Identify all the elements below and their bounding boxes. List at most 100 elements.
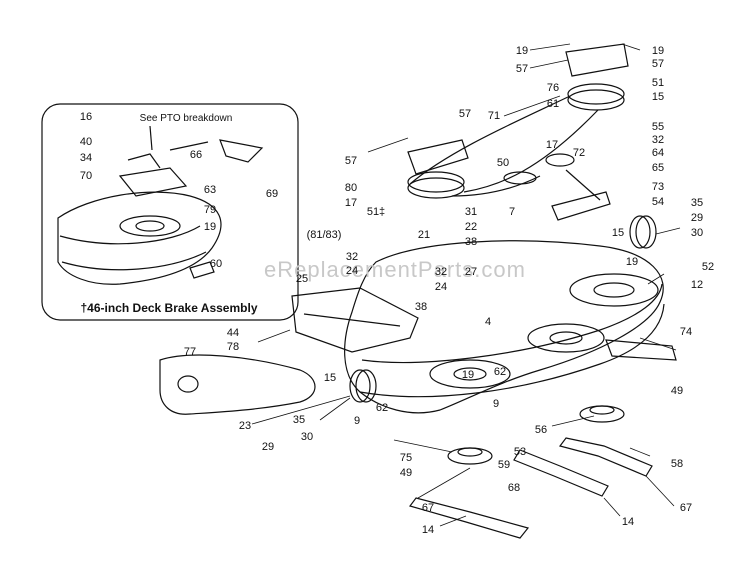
inset-label: 66	[189, 149, 203, 161]
part-label: 50	[496, 157, 510, 169]
deck-spindle-right	[569, 273, 659, 307]
part-label: 22	[464, 221, 478, 233]
part-label: 51‡	[366, 206, 386, 218]
part-label: 24	[434, 281, 448, 293]
part-label: 71	[487, 110, 501, 122]
part-label: 14	[621, 516, 635, 528]
part-label: 27	[464, 266, 478, 278]
front-bumper	[605, 339, 677, 361]
part-label: 78	[226, 341, 240, 353]
belt-cover-left	[407, 139, 469, 175]
part-label: 62	[493, 366, 507, 378]
part-label: 38	[414, 301, 428, 313]
part-label: 62	[375, 402, 389, 414]
part-label: 76	[546, 82, 560, 94]
part-label: 51	[651, 77, 665, 89]
part-label: 30	[690, 227, 704, 239]
part-label: 68	[507, 482, 521, 494]
inset-frame	[41, 103, 299, 321]
part-label: 14	[421, 524, 435, 536]
inset-label: 60	[209, 258, 223, 270]
deck-shell	[344, 240, 664, 414]
inset-label: 19	[203, 221, 217, 233]
part-label: 67	[679, 502, 693, 514]
part-label: 21	[417, 229, 431, 241]
inset-deck-outline	[57, 191, 222, 285]
part-label: 19	[625, 256, 639, 268]
part-label: 29	[261, 441, 275, 453]
inset-title: †46-inch Deck Brake Assembly	[80, 301, 258, 315]
part-label: 49	[670, 385, 684, 397]
part-label: 57	[515, 63, 529, 75]
part-label: 61	[546, 98, 560, 110]
part-label: 23	[238, 420, 252, 432]
gauge-wheel-right	[629, 215, 651, 249]
part-label: 30	[300, 431, 314, 443]
inset-label: 70	[79, 170, 93, 182]
part-label: 72	[572, 147, 586, 159]
part-label: 17	[545, 139, 559, 151]
part-label: 15	[323, 372, 337, 384]
deck-spindle-center	[527, 323, 605, 353]
part-label: 67	[421, 502, 435, 514]
part-label: 19	[515, 45, 529, 57]
part-label: 64	[651, 147, 665, 159]
part-label: 80	[344, 182, 358, 194]
part-label: 29	[690, 212, 704, 224]
blade-right	[558, 437, 653, 477]
deck-belt	[409, 95, 599, 197]
part-label: 9	[353, 415, 361, 427]
inset-label: 63	[203, 184, 217, 196]
part-label: 59	[497, 459, 511, 471]
part-label: 53	[513, 446, 527, 458]
part-label: 32	[434, 266, 448, 278]
part-label: 55	[651, 121, 665, 133]
part-label: 57	[651, 58, 665, 70]
part-label: 44	[226, 327, 240, 339]
idler-72	[545, 153, 575, 167]
discharge-chute	[291, 287, 419, 353]
pulley-51-left	[407, 177, 465, 199]
part-label: 9	[492, 398, 500, 410]
side-guard	[159, 354, 316, 415]
blade-center	[513, 449, 609, 497]
part-label: 57	[458, 108, 472, 120]
pulley-51	[567, 89, 625, 111]
part-label: 12	[690, 279, 704, 291]
part-label: 4	[484, 316, 492, 328]
part-label: 35	[690, 197, 704, 209]
part-label: 35	[292, 414, 306, 426]
part-label: 38	[464, 236, 478, 248]
part-label: 25	[295, 273, 309, 285]
part-label: 19	[461, 369, 475, 381]
part-label: 54	[651, 196, 665, 208]
callout-ref: (81/83)	[306, 229, 342, 241]
part-label: 24	[345, 265, 359, 277]
part-label: 73	[651, 181, 665, 193]
part-label: 31	[464, 206, 478, 218]
gauge-wheel-left	[349, 369, 371, 403]
part-label: 15	[611, 227, 625, 239]
belt-cover-right	[565, 43, 629, 77]
inset-label: 34	[79, 152, 93, 164]
inset-label: 69	[265, 188, 279, 200]
inset-pulley	[119, 215, 181, 237]
part-label: 57	[344, 155, 358, 167]
inset-label: 40	[79, 136, 93, 148]
part-label: 56	[534, 424, 548, 436]
inset-label: 79	[203, 204, 217, 216]
deck-spindle-left	[429, 359, 511, 389]
part-label: 58	[670, 458, 684, 470]
part-label: 52	[701, 261, 715, 273]
watermark: eReplacementParts.com	[264, 257, 526, 282]
inset-note: See PTO breakdown	[139, 113, 233, 124]
part-label: 32	[345, 251, 359, 263]
part-label: 7	[508, 206, 516, 218]
inset-label: 16	[79, 111, 93, 123]
part-label: 17	[344, 197, 358, 209]
part-label: 49	[399, 467, 413, 479]
part-label: 77	[183, 346, 197, 358]
part-label: 15	[651, 91, 665, 103]
part-label: 74	[679, 326, 693, 338]
